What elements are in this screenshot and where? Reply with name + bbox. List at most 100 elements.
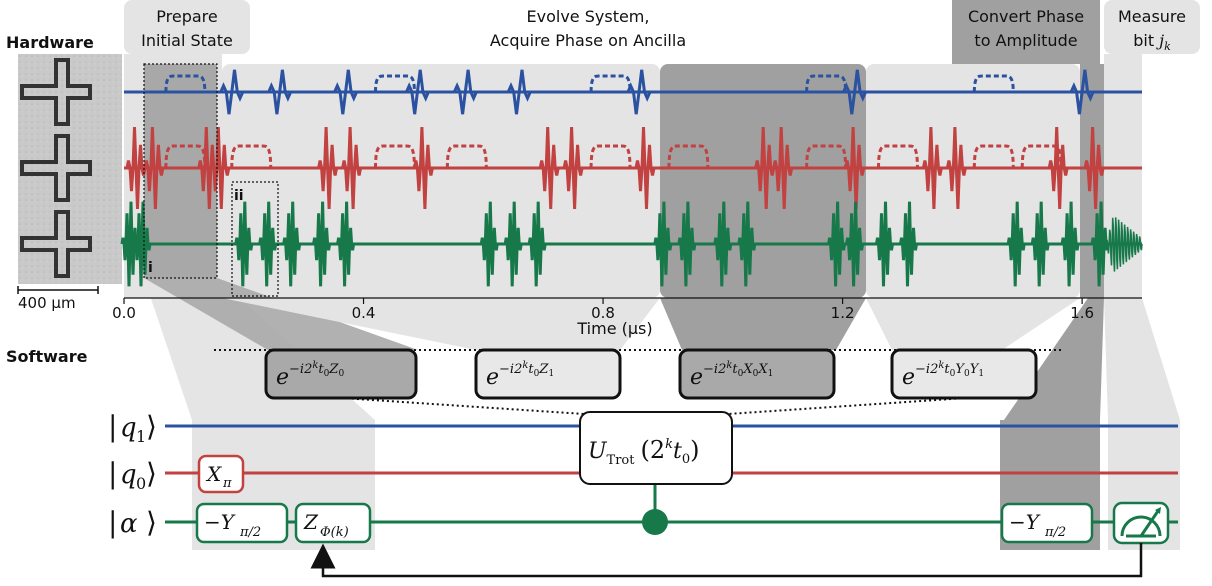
svg-text:−Y: −Y [1009, 510, 1041, 534]
gate-x-pi[interactable]: X π [197, 454, 245, 494]
pulse [506, 69, 532, 115]
flux-pulse [374, 144, 416, 169]
svg-text:α: α [120, 509, 138, 539]
pulse [754, 126, 776, 210]
trotter-connector-left [341, 397, 585, 415]
svg-text:UTrot(2kt0): UTrot(2kt0) [588, 436, 700, 468]
flux-pulse [230, 144, 273, 169]
measure-title-1: Measure [1118, 7, 1186, 26]
funnel-evolve-light-b [866, 298, 1080, 350]
svg-text:⟩: ⟩ [146, 410, 157, 443]
pulse [1083, 126, 1105, 210]
pulse [209, 126, 231, 210]
pulse [132, 201, 152, 287]
trotter-term-box: e−i2kt0Z0 [264, 348, 418, 400]
gate-u-trot[interactable]: UTrot(2kt0) [579, 411, 733, 535]
svg-text:Φ(k): Φ(k) [320, 525, 349, 540]
pulse [1090, 201, 1110, 287]
svg-text:q: q [120, 413, 137, 443]
scale-bar-label: 400 µm [18, 294, 76, 312]
pulse [899, 201, 918, 287]
pulse [845, 201, 865, 287]
zoom-box-ii-label: ii [234, 188, 244, 204]
svg-text:Z: Z [303, 510, 319, 534]
axis-tick-label: 1.6 [1070, 304, 1094, 322]
prepare-header-shade [124, 0, 250, 54]
pulse [317, 126, 339, 210]
wire-label-q1: | q 1 ⟩ [108, 410, 157, 446]
pulse [143, 126, 165, 210]
pulse [1047, 126, 1069, 210]
trotter-connector-right [727, 397, 967, 415]
svg-text:π/2: π/2 [239, 525, 261, 540]
evolve-region-shade-2 [866, 64, 1080, 298]
pulse [945, 126, 967, 210]
pulse [336, 201, 356, 287]
trotter-term-box: e−i2kt0Y0Y1 [890, 348, 1038, 400]
pulse [626, 69, 652, 115]
flux-pulse [164, 74, 207, 93]
pulse [282, 201, 302, 287]
gate-z-phi[interactable]: Z Φ(k) [294, 502, 372, 544]
flux-pulse [164, 144, 207, 169]
svg-text:⟩: ⟩ [146, 457, 157, 490]
flux-pulse [805, 144, 848, 169]
pulse [875, 201, 894, 287]
pulse [312, 201, 332, 287]
pulse [1006, 201, 1026, 287]
convert-title-2: to Amplitude [974, 31, 1077, 50]
svg-text:q: q [120, 460, 137, 490]
pulse [1060, 201, 1080, 287]
evolve-title-2: Acquire Phase on Ancilla [490, 31, 686, 50]
evolve-dark-shade [660, 64, 866, 298]
pulse [412, 126, 434, 210]
trotter-term-text: e−i2kt0Z1 [486, 360, 554, 390]
zoom-box-i [143, 63, 218, 279]
prepare-title-1: Prepare [156, 7, 217, 26]
flux-pulse [445, 144, 488, 169]
flux-pulse [877, 144, 919, 169]
pulse [333, 69, 358, 115]
axis-tick-label: 0.4 [352, 304, 376, 322]
control-dot [642, 509, 668, 535]
trotter-term-text: e−i2kt0Y0Y1 [902, 360, 984, 390]
pulse [341, 126, 363, 210]
axis-tick-label: 1.2 [831, 304, 855, 322]
evolve-title-1: Evolve System, [527, 7, 650, 26]
trotter-term-text: e−i2kt0X0X1 [690, 360, 773, 390]
funnel-prepare-dark [144, 278, 418, 350]
evolve-region-shade [222, 64, 660, 298]
flux-pulse [589, 144, 632, 169]
feedback-arrow [310, 543, 1143, 578]
gate-neg-y-half-2[interactable]: −Y π/2 [1000, 502, 1094, 544]
zoom-box-i-label: i [148, 260, 153, 276]
axis-tick-label: 0.0 [112, 304, 136, 322]
wire-label-q0: | q 0 ⟩ [108, 457, 157, 493]
pulse [772, 126, 794, 210]
axis-ticks: 0.0 0.4 0.8 1.2 1.6 [112, 298, 1094, 322]
gate-neg-y-half-1[interactable]: −Y π/2 [195, 502, 289, 544]
flux-pulse [972, 74, 1015, 93]
gate-measure[interactable] [1112, 501, 1170, 545]
pulse [503, 201, 523, 287]
pulse [653, 201, 673, 287]
prepare-title-2: Initial State [141, 31, 233, 50]
qubit-cross-top [20, 58, 92, 126]
circuit: | q 1 ⟩ | q 0 ⟩ | α ⟩ X π −Y π/2 [108, 410, 1178, 578]
svg-text:−Y: −Y [204, 510, 236, 534]
pulse [405, 69, 430, 115]
flux-pulse [1020, 144, 1063, 169]
svg-text:|: | [108, 506, 117, 539]
pulse [634, 126, 656, 210]
funnel-evolve-dark [660, 298, 866, 350]
pulse [1069, 69, 1095, 115]
qubit-cross-mid [20, 134, 92, 202]
flux-pulse [589, 74, 632, 93]
chip-image: 400 µm [17, 54, 122, 312]
qubit-cross-bottom [20, 210, 92, 278]
axis-tick-label: 0.8 [591, 304, 615, 322]
readout-tone [1105, 217, 1143, 272]
